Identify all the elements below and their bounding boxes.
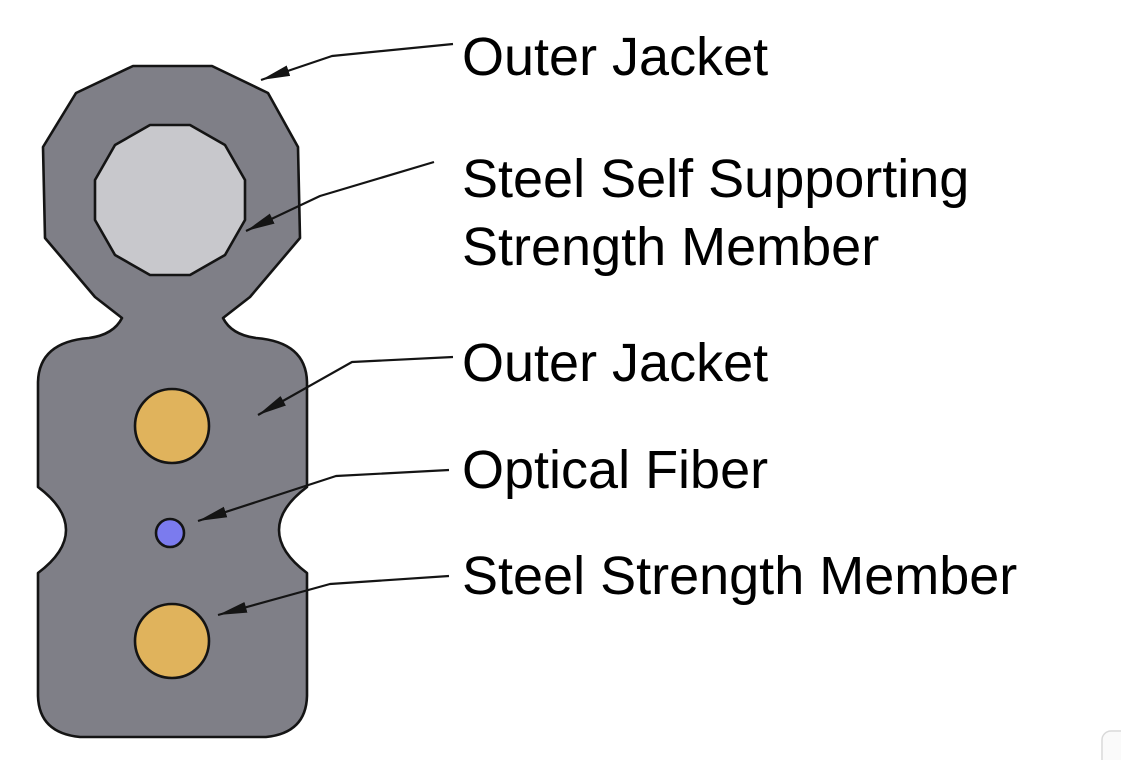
corner-artifact — [1101, 730, 1121, 760]
label-steel-self-supporting-line2: Strength Member — [462, 217, 879, 277]
steel-self-supporting-member-shape — [93, 123, 247, 277]
steel-strength-member-bottom-shape — [133, 602, 211, 680]
label-optical-fiber: Optical Fiber — [462, 440, 768, 500]
leader-line-outer-jacket-mid — [257, 355, 454, 416]
label-steel-self-supporting-line1: Steel Self Supporting — [462, 149, 969, 209]
label-outer-jacket-mid: Outer Jacket — [462, 333, 768, 393]
leader-line-steel-self-supporting-member — [245, 160, 435, 232]
label-outer-jacket-top: Outer Jacket — [462, 27, 768, 87]
leader-line-outer-jacket-top — [260, 42, 454, 82]
optical-fiber-shape — [154, 517, 186, 549]
label-steel-strength-member: Steel Strength Member — [462, 546, 1017, 606]
leader-line-steel-strength-member — [217, 574, 450, 617]
leader-line-optical-fiber — [197, 468, 450, 523]
steel-strength-member-top-shape — [133, 387, 211, 465]
